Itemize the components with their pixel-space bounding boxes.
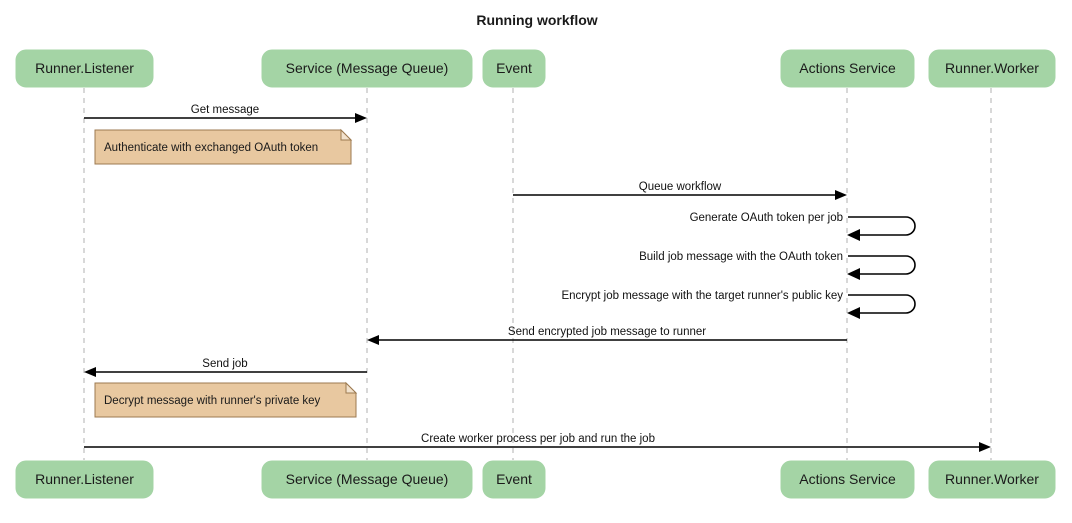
arrowhead-left-icon	[847, 229, 860, 241]
message-encrypt-job-message: Encrypt job message with the target runn…	[561, 290, 916, 319]
arrowhead-left-icon	[367, 335, 379, 345]
page-title: Running workflow	[476, 12, 597, 28]
self-loop-line	[848, 294, 916, 314]
message-label: Get message	[191, 104, 259, 116]
arrowhead-left-icon	[847, 307, 860, 319]
message-label: Send encrypted job message to runner	[508, 326, 706, 338]
participant-box[interactable]	[15, 460, 154, 499]
participant-label: Event	[496, 60, 532, 76]
arrowhead-right-icon	[979, 442, 991, 452]
message-label: Queue workflow	[639, 181, 722, 193]
message-label: Create worker process per job and run th…	[421, 433, 655, 445]
participant-label: Actions Service	[799, 471, 896, 487]
participant-box[interactable]	[780, 460, 915, 499]
participant-box[interactable]	[780, 49, 915, 88]
arrowhead-left-icon	[84, 367, 96, 377]
participant-label: Runner.Listener	[35, 60, 134, 76]
participant-box[interactable]	[261, 460, 473, 499]
arrowhead-right-icon	[835, 190, 847, 200]
message-get-message: Get message	[84, 104, 367, 123]
participant-runner-listener-bottom[interactable]: Runner.Listener	[15, 460, 154, 499]
participant-label: Runner.Listener	[35, 471, 134, 487]
self-loop-line	[848, 255, 916, 275]
self-loop-line	[848, 216, 916, 236]
participant-box[interactable]	[261, 49, 473, 88]
arrowhead-right-icon	[355, 113, 367, 123]
participant-event-bottom[interactable]: Event	[482, 460, 546, 499]
message-build-job-message: Build job message with the OAuth token	[639, 251, 916, 280]
message-send-encrypted-job: Send encrypted job message to runner	[367, 326, 847, 345]
participant-actions-service-top[interactable]: Actions Service	[780, 49, 915, 88]
note-fold-icon	[340, 128, 353, 141]
message-label: Encrypt job message with the target runn…	[561, 290, 843, 302]
message-label: Build job message with the OAuth token	[639, 251, 843, 263]
participant-actions-service-bottom[interactable]: Actions Service	[780, 460, 915, 499]
note-fold-icon	[345, 381, 358, 394]
participant-runner-listener-top[interactable]: Runner.Listener	[15, 49, 154, 88]
participant-service-mq-bottom[interactable]: Service (Message Queue)	[261, 460, 473, 499]
participant-label: Service (Message Queue)	[286, 60, 449, 76]
participant-label: Event	[496, 471, 532, 487]
participant-box[interactable]	[482, 49, 546, 88]
participant-label: Actions Service	[799, 60, 896, 76]
message-queue-workflow: Queue workflow	[513, 181, 847, 200]
participants-bottom: Runner.Listener Service (Message Queue) …	[15, 460, 1056, 499]
note-shape	[94, 129, 352, 165]
note-decrypt: Decrypt message with runner's private ke…	[94, 381, 358, 418]
participant-event-top[interactable]: Event	[482, 49, 546, 88]
note-shape	[94, 382, 357, 418]
participant-runner-worker-top[interactable]: Runner.Worker	[928, 49, 1056, 88]
message-label: Generate OAuth token per job	[690, 212, 843, 224]
note-authenticate: Authenticate with exchanged OAuth token	[94, 128, 353, 165]
participants-top: Runner.Listener Service (Message Queue) …	[15, 49, 1056, 88]
participant-box[interactable]	[928, 460, 1056, 499]
message-generate-oauth-token: Generate OAuth token per job	[690, 212, 916, 241]
message-send-job: Send job	[84, 358, 367, 377]
note-label: Authenticate with exchanged OAuth token	[104, 142, 318, 154]
lifelines	[83, 88, 992, 460]
note-label: Decrypt message with runner's private ke…	[104, 395, 321, 407]
message-label: Send job	[202, 358, 247, 370]
participant-label: Runner.Worker	[945, 60, 1039, 76]
participant-box[interactable]	[482, 460, 546, 499]
message-create-worker-process: Create worker process per job and run th…	[84, 433, 991, 452]
participant-runner-worker-bottom[interactable]: Runner.Worker	[928, 460, 1056, 499]
participant-service-mq-top[interactable]: Service (Message Queue)	[261, 49, 473, 88]
participant-label: Runner.Worker	[945, 471, 1039, 487]
arrowhead-left-icon	[847, 268, 860, 280]
participant-box[interactable]	[928, 49, 1056, 88]
participant-box[interactable]	[15, 49, 154, 88]
participant-label: Service (Message Queue)	[286, 471, 449, 487]
